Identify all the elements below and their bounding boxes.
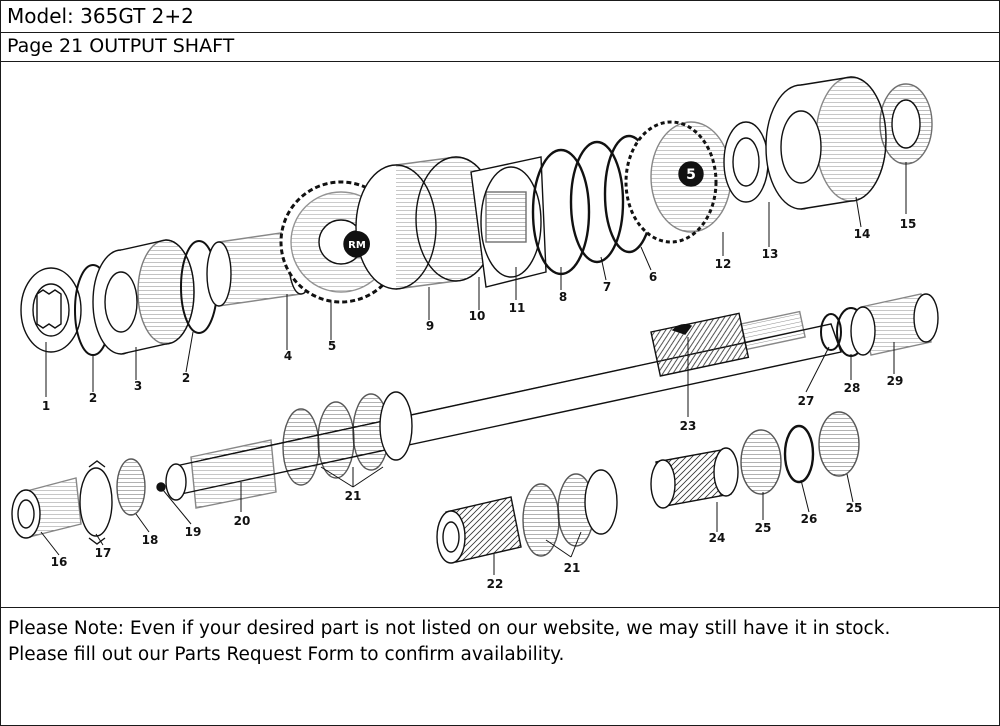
page-header: Page 21 OUTPUT SHAFT bbox=[1, 33, 999, 62]
callout-14: 14 bbox=[854, 227, 871, 241]
part-14-bearing bbox=[765, 76, 887, 210]
callout-5: 5 bbox=[328, 339, 336, 353]
page-title: Page 21 OUTPUT SHAFT bbox=[7, 35, 235, 57]
note-line-1: Please Note: Even if your desired part i… bbox=[8, 618, 891, 639]
callout-24: 24 bbox=[709, 531, 726, 545]
callout-25b: 25 bbox=[846, 501, 863, 515]
part-16-nut bbox=[11, 477, 82, 539]
callout-3: 3 bbox=[134, 379, 142, 393]
callout-9: 9 bbox=[426, 319, 434, 333]
part-22-sleeve bbox=[436, 496, 522, 564]
exploded-parts-diagram: RM 5 1 2 3 2 4 5 9 10 11 8 7 6 12 1 bbox=[1, 62, 999, 608]
part-3-bearing bbox=[92, 239, 195, 355]
callout-1: 1 bbox=[42, 399, 50, 413]
upper-shaft-assembly bbox=[20, 76, 933, 356]
callout-22: 22 bbox=[487, 577, 504, 591]
callout-21b: 21 bbox=[564, 561, 581, 575]
callout-27: 27 bbox=[798, 394, 815, 408]
callout-8: 8 bbox=[559, 290, 567, 304]
rm-badge: RM bbox=[344, 231, 370, 257]
callout-12: 12 bbox=[715, 257, 732, 271]
five-badge: 5 bbox=[679, 162, 703, 186]
callout-10: 10 bbox=[469, 309, 486, 323]
part-19-ball bbox=[156, 482, 166, 492]
part-18-bearing bbox=[116, 458, 146, 516]
note-line-2: Please fill out our Parts Request Form t… bbox=[8, 644, 565, 665]
diagram-svg: RM 5 1 2 3 2 4 5 9 10 11 8 7 6 12 1 bbox=[11, 76, 939, 591]
svg-text:RM: RM bbox=[348, 240, 366, 251]
main-output-shaft bbox=[165, 293, 939, 509]
callout-2: 2 bbox=[89, 391, 97, 405]
callout-20: 20 bbox=[234, 514, 251, 528]
callout-6: 6 bbox=[649, 270, 657, 284]
callout-28: 28 bbox=[844, 381, 861, 395]
callout-11: 11 bbox=[509, 301, 526, 315]
part-15-nut bbox=[879, 83, 933, 165]
callout-2b: 2 bbox=[182, 371, 190, 385]
model-header: Model: 365GT 2+2 bbox=[1, 1, 999, 33]
stock-note: Please Note: Even if your desired part i… bbox=[1, 608, 999, 725]
part-25-cage-b bbox=[818, 411, 860, 477]
svg-text:5: 5 bbox=[686, 167, 696, 183]
part-26-ring bbox=[783, 424, 815, 484]
lower-right-parts bbox=[650, 411, 860, 509]
part-25-cage-a bbox=[740, 429, 782, 495]
callout-18: 18 bbox=[142, 533, 159, 547]
callout-25a: 25 bbox=[755, 521, 772, 535]
part-24-bush bbox=[650, 447, 739, 509]
part-7-ring bbox=[569, 140, 625, 264]
lower-left-parts bbox=[11, 458, 166, 545]
part-12-gear bbox=[624, 120, 732, 244]
lower-middle-parts bbox=[436, 469, 618, 564]
callout-labels: 1 2 3 2 4 5 9 10 11 8 7 6 12 13 14 15 23… bbox=[42, 217, 917, 591]
callout-19: 19 bbox=[185, 525, 202, 539]
callout-16: 16 bbox=[51, 555, 68, 569]
part-13-spacer bbox=[723, 121, 769, 203]
leader-lines bbox=[40, 162, 907, 575]
part-29-bush bbox=[850, 293, 939, 356]
part-1-splined-flange bbox=[20, 267, 82, 353]
callout-7: 7 bbox=[603, 280, 611, 294]
callout-21a: 21 bbox=[345, 489, 362, 503]
callout-23: 23 bbox=[680, 419, 697, 433]
callout-13: 13 bbox=[762, 247, 779, 261]
callout-29: 29 bbox=[887, 374, 904, 388]
part-10-selector bbox=[470, 156, 547, 288]
part-21-cage-c bbox=[584, 469, 618, 535]
model-title: Model: 365GT 2+2 bbox=[7, 4, 194, 28]
callout-26: 26 bbox=[801, 512, 818, 526]
callout-4: 4 bbox=[284, 349, 292, 363]
part-27-circlip bbox=[820, 313, 842, 351]
part-17-lockwasher bbox=[79, 460, 113, 545]
callout-17: 17 bbox=[95, 546, 112, 560]
callout-15: 15 bbox=[900, 217, 917, 231]
